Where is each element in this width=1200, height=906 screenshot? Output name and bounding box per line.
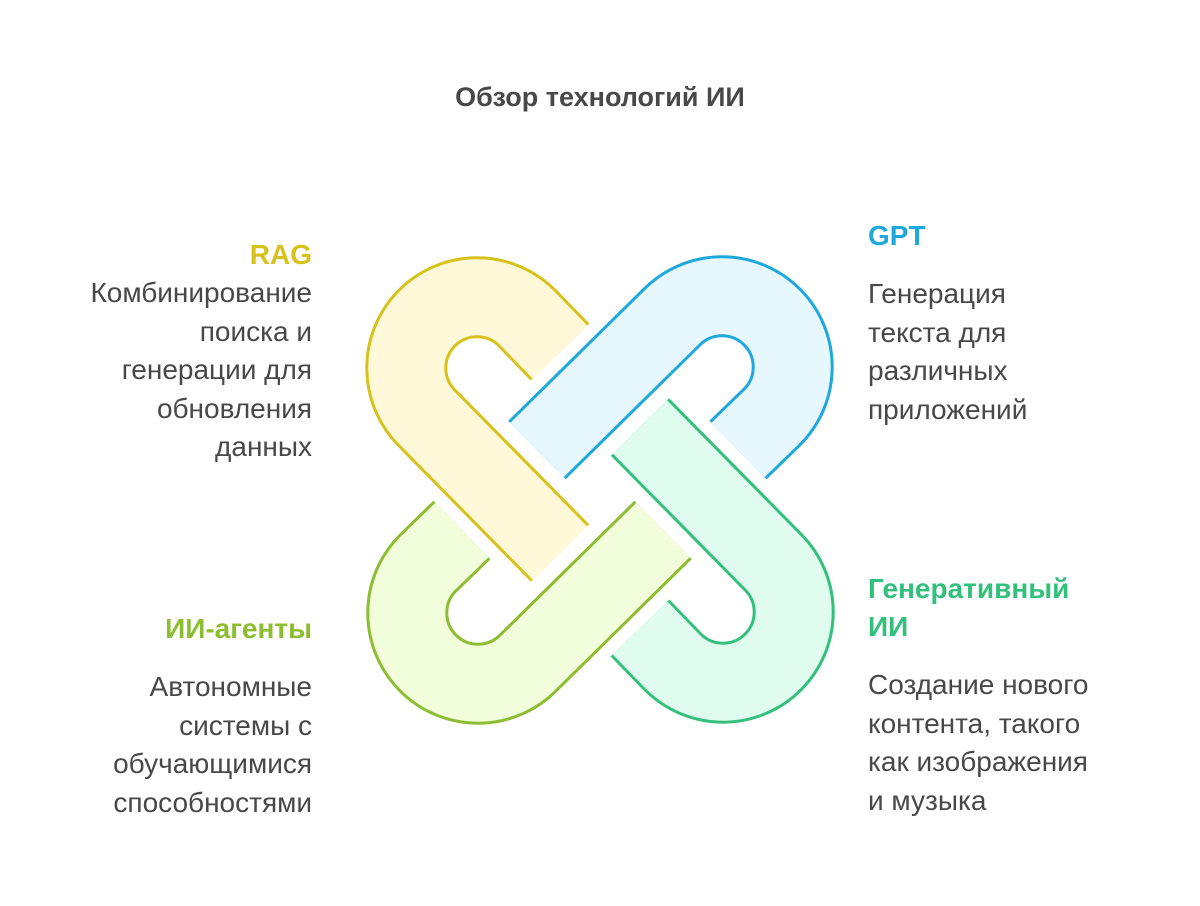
agents-heading: ИИ-агенты — [165, 613, 312, 644]
genai-block: Генеративный ИИ Создание нового контента… — [868, 570, 1168, 820]
rag-block: RAG Комбинирование поиска и генерации дл… — [12, 236, 312, 467]
gpt-heading: GPT — [868, 220, 926, 251]
rag-heading: RAG — [249, 239, 312, 270]
agents-block: ИИ-агенты Автономные системы с обучающим… — [12, 610, 312, 822]
gpt-description: Генерация текста для различных приложени… — [868, 278, 1028, 425]
diagram-title: Обзор технологий ИИ — [455, 82, 745, 112]
genai-heading: Генеративный ИИ — [868, 573, 1070, 642]
rag-description: Комбинирование поиска и генерации для об… — [90, 277, 312, 462]
gpt-block: GPT Генерация текста для различных прило… — [868, 217, 1168, 429]
agents-description: Автономные системы с обучающимися способ… — [113, 671, 312, 818]
genai-description: Создание нового контента, такого как изо… — [868, 669, 1089, 816]
